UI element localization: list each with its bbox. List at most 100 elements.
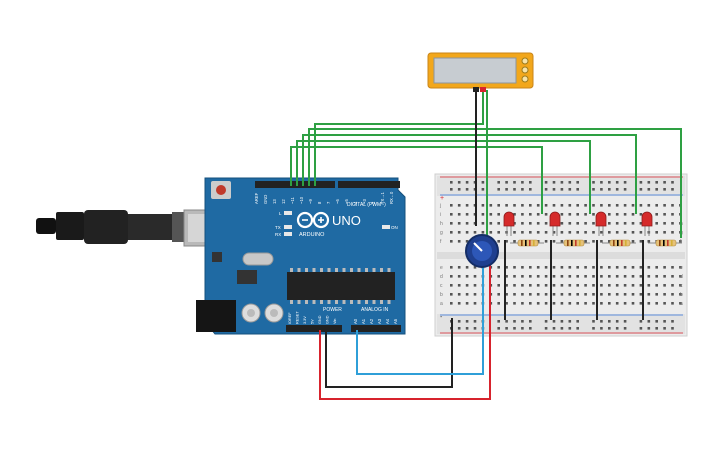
terminal-hole <box>592 284 595 287</box>
terminal-hole <box>552 284 556 287</box>
red-led[interactable] <box>549 211 561 236</box>
terminal-hole <box>671 293 674 296</box>
terminal-hole <box>639 213 643 216</box>
red-led[interactable] <box>595 211 607 236</box>
digital-pin-label: GND <box>263 195 268 204</box>
rail-hole <box>457 320 461 323</box>
terminal-hole <box>631 240 635 243</box>
usb-cable[interactable] <box>36 209 223 247</box>
chip-pin <box>297 300 301 304</box>
rail-hole <box>655 327 658 330</box>
display-pin-2 <box>521 66 529 74</box>
terminal-hole <box>639 222 643 225</box>
digital-pin-label: AREF <box>254 192 259 204</box>
wire-green-led4[interactable] <box>308 128 682 238</box>
wire-green-led2[interactable] <box>296 140 591 214</box>
digital-pin-label: ~3 <box>362 199 367 204</box>
rail-hole <box>497 320 500 323</box>
terminal-hole <box>552 293 556 296</box>
terminal-hole <box>576 302 579 305</box>
potentiometer[interactable] <box>465 234 499 268</box>
power-jack[interactable] <box>196 300 236 332</box>
chip-pin <box>365 300 368 304</box>
rail-hole <box>576 320 579 323</box>
center-channel <box>437 252 685 259</box>
terminal-hole <box>615 231 619 234</box>
terminal-hole <box>529 222 532 225</box>
rail-hole <box>671 181 674 184</box>
terminal-hole <box>647 266 651 269</box>
terminal-hole <box>544 222 548 225</box>
terminal-hole <box>544 275 548 278</box>
terminal-hole <box>671 231 674 234</box>
resistor[interactable] <box>510 239 544 247</box>
terminal-hole <box>576 293 579 296</box>
rail-hole <box>465 188 469 191</box>
reset-button-cap <box>216 185 226 195</box>
rail-hole <box>560 327 564 330</box>
digital-pin-label: 8 <box>317 201 322 204</box>
terminal-hole <box>576 275 579 278</box>
terminal-hole <box>576 231 579 234</box>
resistor[interactable] <box>602 239 636 247</box>
chip-pin <box>350 300 353 304</box>
digital-header-right <box>338 181 400 188</box>
rail-hole <box>552 181 556 184</box>
terminal-hole <box>584 240 587 243</box>
resistor-band <box>571 240 573 246</box>
terminal-hole <box>671 266 674 269</box>
terminal-hole <box>521 222 524 225</box>
rail-hole <box>608 181 611 184</box>
row-letter: f <box>680 239 682 245</box>
terminal-hole <box>560 213 564 216</box>
rail-hole <box>655 320 658 323</box>
terminal-hole <box>505 302 508 305</box>
resistor-band <box>567 240 569 246</box>
arduino-logo <box>296 211 330 229</box>
wire-red-5v[interactable] <box>319 264 491 400</box>
resistor[interactable] <box>556 239 590 247</box>
wire-green-led1[interactable] <box>290 146 543 214</box>
rail-hole <box>600 320 603 323</box>
red-led[interactable] <box>641 211 653 236</box>
display-pin-3 <box>521 75 529 83</box>
wire-green-led3[interactable] <box>302 134 637 214</box>
terminal-hole <box>536 213 540 216</box>
terminal-hole <box>450 231 453 234</box>
resistor-band <box>617 240 619 246</box>
rail-hole <box>505 188 508 191</box>
terminal-hole <box>521 293 524 296</box>
rail-hole <box>465 181 469 184</box>
capacitor-2-top <box>270 309 278 317</box>
terminal-hole <box>529 293 532 296</box>
display-module[interactable] <box>427 52 534 92</box>
wire-black-gnd[interactable] <box>325 318 453 388</box>
wire-blue-a0[interactable] <box>356 264 484 375</box>
terminal-hole <box>536 231 540 234</box>
wire-green-display[interactable] <box>314 90 484 186</box>
digital-pin-label: TX→1 <box>380 191 385 204</box>
rail-hole <box>592 188 595 191</box>
terminal-hole <box>497 275 500 278</box>
red-led[interactable] <box>503 211 515 236</box>
terminal-hole <box>592 302 595 305</box>
terminal-hole <box>608 302 611 305</box>
chip-pin <box>365 268 368 272</box>
resistor[interactable] <box>648 239 682 247</box>
terminal-hole <box>568 204 572 207</box>
terminal-hole <box>663 231 666 234</box>
terminal-hole <box>584 231 587 234</box>
terminal-hole <box>521 284 524 287</box>
rail-hole <box>513 188 516 191</box>
capacitor-1-top <box>247 309 255 317</box>
rail-hole <box>623 188 627 191</box>
terminal-hole <box>655 266 658 269</box>
rail-hole <box>560 181 564 184</box>
terminal-hole <box>592 204 595 207</box>
terminal-hole <box>608 231 611 234</box>
terminal-hole <box>671 302 674 305</box>
rail-hole <box>529 327 532 330</box>
power-pin-label: GND <box>318 315 322 324</box>
